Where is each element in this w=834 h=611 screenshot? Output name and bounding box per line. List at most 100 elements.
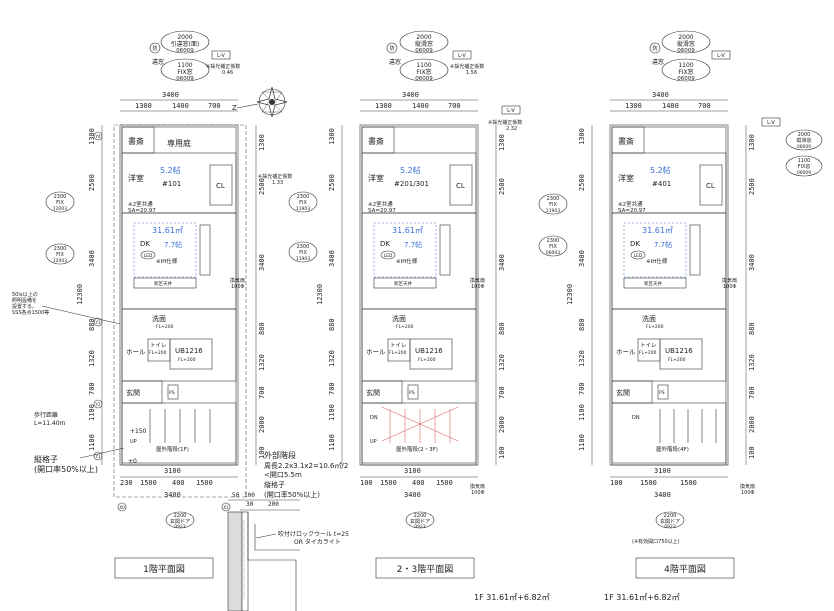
bottom-dim: 1500 xyxy=(640,479,657,487)
detail-dim: 200 xyxy=(268,501,279,508)
vent-size: 100Φ xyxy=(471,284,485,290)
bottom-total: 3400 xyxy=(164,491,181,499)
tag-1f-top2-type: FIX窓 xyxy=(177,68,192,76)
lighting-coef-23f: ※採光補正係数 xyxy=(450,63,484,70)
bath-floor: FL+200 xyxy=(178,357,196,363)
right-window-type: FIX xyxy=(299,200,307,206)
room-tatami: 5.2帖 xyxy=(650,165,671,175)
lighting-note: SSS各点1500等 xyxy=(12,309,49,316)
spray-title: 吹付けロックウール t=25 xyxy=(278,530,349,538)
vent-size: 100Φ xyxy=(741,490,755,496)
left-window-type: FIX xyxy=(56,200,64,206)
left-dim: 1320 xyxy=(328,350,336,367)
walking-distance-label: 歩行距離 xyxy=(34,411,58,419)
left-dim: 1300 xyxy=(578,128,586,145)
room-bath: UB1216 xyxy=(415,347,443,355)
stair-label: 屋外階段(1F) xyxy=(156,445,189,453)
ih-note: ※IH仕様 xyxy=(646,257,668,265)
right-dim: 2000 xyxy=(258,416,266,433)
door-size: 2200 xyxy=(664,513,677,519)
tag-4f-top-size: 2000 xyxy=(678,34,693,41)
bottom-dim: 1500 xyxy=(436,479,453,487)
left-dim: 1320 xyxy=(88,350,96,367)
north-arrow-icon: Z xyxy=(232,86,288,118)
left-dim: 2500 xyxy=(88,174,96,191)
plan-23f-window-tags: 2000 縦滑窓 06009 1100 FIX窓 06009 防 違窓 L-V … xyxy=(386,30,484,82)
tag-23f-top-type: 縦滑窓 xyxy=(415,40,433,48)
vent-label: 換気扇 xyxy=(470,483,485,490)
room-toilet: トイレ xyxy=(150,343,167,349)
door-note-4f: (※有効開口750以上) xyxy=(632,538,680,545)
right-dim: 2500 xyxy=(258,178,266,195)
stair-plus: +150 xyxy=(130,428,147,435)
vent-label: 換気扇 xyxy=(470,277,485,284)
mid-window-type: FIX xyxy=(549,202,557,208)
lighting-coef-1f-side-value: 1.33 xyxy=(272,180,283,186)
right-dim: 880 xyxy=(748,322,756,335)
center-notes: 外部階段 周長2.2x3.1x2=10.6㎡/2 <開口5.5m 縦格子 (開口… xyxy=(264,450,348,499)
lighting-coef-1f: ※採光補正係数 xyxy=(206,63,240,70)
right-dim: 3400 xyxy=(258,254,266,271)
left-window-code: 12003 xyxy=(53,206,67,212)
shared-vent-note: ※2室共通 xyxy=(368,200,393,208)
plan-23f-top-dim: 700 xyxy=(448,102,461,110)
left-dim: 1300 xyxy=(88,128,96,145)
room-entrance: 玄関 xyxy=(126,388,140,397)
room-bath: UB1216 xyxy=(175,347,203,355)
left-dim: 3400 xyxy=(328,250,336,267)
door-type: 玄関ドア xyxy=(170,518,190,525)
plan-4f-top-dim: 1400 xyxy=(662,102,679,110)
mid-window-type: FIX xyxy=(549,244,557,250)
right-dim: 1320 xyxy=(498,354,506,371)
lattice-opening: (開口率50%以上) xyxy=(264,490,320,499)
shared-vent-sa: SA=20.97 xyxy=(128,208,156,214)
closet-label: CL xyxy=(456,182,465,190)
mid-window-code: 06003 xyxy=(546,250,560,256)
kitchen-note: 新区天井 xyxy=(644,280,662,287)
shared-vent-sa: SA=20.97 xyxy=(368,208,396,214)
stair-zero: ±0 xyxy=(128,458,137,465)
lighting-coef-1f-side: ※採光補正係数 xyxy=(258,173,292,180)
room-washroom: 洗面 xyxy=(392,314,406,323)
grid-y3: Y3 xyxy=(95,320,101,325)
tag-4f-top-code: 06009 xyxy=(677,48,695,54)
right-dim: 2000 xyxy=(498,416,506,433)
tag-1f-top-type: 引違窓(面) xyxy=(171,40,200,48)
slide-window-23f: 違窓 xyxy=(389,58,401,66)
right-dim: 700 xyxy=(748,386,756,399)
left-dim: 3400 xyxy=(88,250,96,267)
kitchen-note: 新区天井 xyxy=(394,280,412,287)
vent-label: 換気扇 xyxy=(722,277,737,284)
lighting-coef-23f-value: 1.56 xyxy=(466,70,477,76)
stair-label: 屋外階段(4F) xyxy=(656,445,689,453)
wall-detail: 50 100 30 200 吹付けロックウール t=25 OR タイカライト xyxy=(227,492,349,611)
left-dim: 880 xyxy=(328,318,336,331)
courtyard-label: 専用庭 xyxy=(167,138,191,148)
fire-mark-23f: 防 xyxy=(389,45,394,52)
walking-distance-value: L=11.40m xyxy=(34,420,66,427)
tag-4f-top2-size: 1100 xyxy=(678,62,693,69)
right-dim: 2500 xyxy=(498,178,506,195)
right-dim: 1300 xyxy=(258,134,266,151)
plan-1f-top-total: 3400 xyxy=(162,91,179,99)
bottom-dim: 400 xyxy=(412,479,425,487)
left-total: 12300 xyxy=(316,284,324,305)
bottom-dim: 100 xyxy=(360,479,373,487)
pipe-shaft: PS xyxy=(659,390,665,396)
room-western: 洋室 xyxy=(618,173,634,183)
lighting-coef-1f-value: 0.46 xyxy=(222,70,233,76)
exterior-stair-perimeter: 周長2.2x3.1x2=10.6㎡/2 xyxy=(264,462,348,470)
plan-23f-top-dim: 1300 xyxy=(375,102,392,110)
slide-window-4f: 違窓 xyxy=(652,58,664,66)
kitchen-note: 新区天井 xyxy=(154,280,172,287)
door-size: 2200 xyxy=(414,513,427,519)
lv-tag-1f: L-V xyxy=(217,53,225,59)
plan-23f: 1300 1400 700 3400 書斎 洋室 5.2帖 #201/301 C… xyxy=(316,91,506,530)
vent-size: 100Φ xyxy=(231,284,245,290)
exterior-stair-opening: <開口5.5m xyxy=(264,471,302,479)
lv-tag-mid: L-V xyxy=(507,108,515,114)
stair-label: 屋外階段(2・3F) xyxy=(396,445,438,453)
tag-4f-top2-type: FIX窓 xyxy=(678,68,693,76)
room-western: 洋室 xyxy=(128,173,144,183)
